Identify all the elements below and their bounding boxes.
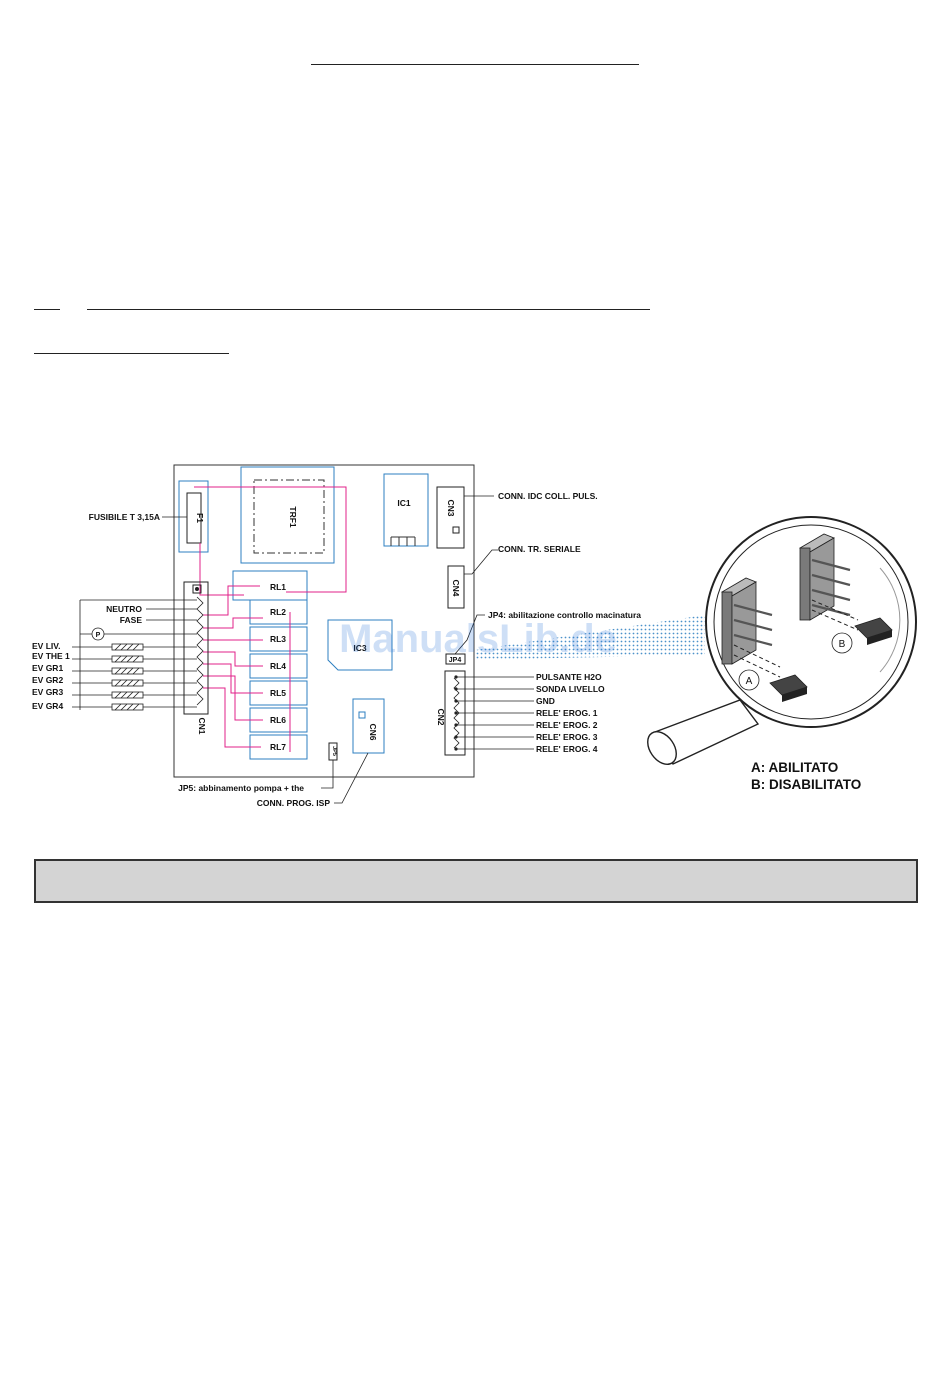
right-wiring bbox=[321, 495, 534, 804]
label-isp-note: CONN. PROG. ISP bbox=[257, 798, 331, 808]
transformer-trf1: TRF1 bbox=[240, 466, 335, 564]
legend-disabilitato: B: DISABILITATO bbox=[751, 777, 861, 792]
label-ev-gr3: EV GR3 bbox=[32, 687, 63, 697]
section-rule-short bbox=[34, 309, 60, 310]
rl3-label: RL3 bbox=[270, 634, 286, 644]
legend-abilitato: A: ABILITATO bbox=[751, 760, 838, 775]
label-rele2: RELE' EROG. 2 bbox=[536, 720, 598, 730]
relay-rl2: RL2 bbox=[249, 599, 308, 625]
pin-header-b bbox=[799, 533, 893, 645]
label-fusibile: FUSIBILE T 3,15A bbox=[89, 512, 160, 522]
coil-symbols bbox=[111, 643, 144, 711]
section-rule-long bbox=[87, 309, 650, 310]
chip-ic3: IC3 bbox=[327, 619, 393, 671]
header-rule bbox=[311, 64, 639, 65]
jp5-label: JP5 bbox=[331, 746, 337, 756]
rl5-label: RL5 bbox=[270, 688, 286, 698]
jp4-label: JP4 bbox=[449, 657, 462, 664]
connector-cn1: CN1 bbox=[183, 581, 209, 735]
magnifier: A B bbox=[647, 516, 917, 765]
watermark: ManualsLib.de bbox=[339, 617, 617, 661]
label-sonda: SONDA LIVELLO bbox=[536, 684, 605, 694]
cn2-label: CN2 bbox=[436, 708, 446, 725]
note-box bbox=[34, 859, 918, 903]
pump-symbol-label: P bbox=[96, 632, 101, 639]
label-ev-liv: EV LIV. bbox=[32, 641, 61, 651]
label-ev-gr2: EV GR2 bbox=[32, 675, 63, 685]
cn6-label: CN6 bbox=[368, 723, 378, 740]
label-pulsante: PULSANTE H2O bbox=[536, 672, 602, 682]
subsection-rule bbox=[34, 353, 229, 354]
label-rele3: RELE' EROG. 3 bbox=[536, 732, 598, 742]
label-ev-the1: EV THE 1 bbox=[32, 651, 70, 661]
rl2-label: RL2 bbox=[270, 607, 286, 617]
right-wiring-dots bbox=[454, 675, 458, 751]
label-jp4-note: JP4: abilitazione controllo macinatura bbox=[488, 610, 641, 620]
pump-symbol: P bbox=[91, 627, 105, 641]
label-rele1: RELE' EROG. 1 bbox=[536, 708, 598, 718]
label-jp5-note: JP5: abbinamento pompa + the bbox=[178, 783, 304, 793]
label-cn4-conn: CONN. TR. SERIALE bbox=[498, 544, 581, 554]
pcb-traces bbox=[194, 486, 347, 752]
f1-label: F1 bbox=[195, 513, 205, 523]
label-rele4: RELE' EROG. 4 bbox=[536, 744, 598, 754]
tag-b: B bbox=[839, 639, 846, 650]
fuse-f1: F1 bbox=[178, 480, 209, 553]
cn1-label: CN1 bbox=[197, 717, 207, 734]
trf1-label: TRF1 bbox=[288, 506, 298, 528]
label-ev-gr1: EV GR1 bbox=[32, 663, 63, 673]
pin-header-a bbox=[721, 577, 808, 702]
cn4-label: CN4 bbox=[451, 579, 461, 596]
label-fase: FASE bbox=[120, 615, 143, 625]
connector-cn4: CN4 bbox=[447, 565, 465, 609]
chip-ic1: IC1 bbox=[383, 473, 429, 547]
connector-cn6: CN6 bbox=[352, 698, 385, 754]
rl1-label: RL1 bbox=[270, 582, 286, 592]
label-cn3-conn: CONN. IDC COLL. PULS. bbox=[498, 491, 598, 501]
connector-cn3: CN3 bbox=[436, 486, 465, 549]
ic1-label: IC1 bbox=[397, 498, 411, 508]
tag-a: A bbox=[746, 676, 753, 687]
magnifier-beam bbox=[462, 615, 705, 660]
wiring-diagram: F1 TRF1 IC1 CN3 CN4 IC3 JP4 CN6 bbox=[32, 464, 917, 808]
label-ev-gr4: EV GR4 bbox=[32, 701, 63, 711]
rl4-label: RL4 bbox=[270, 661, 286, 671]
relay-rl3: RL3 bbox=[249, 626, 308, 652]
rl7-label: RL7 bbox=[270, 742, 286, 752]
left-wiring bbox=[72, 516, 197, 710]
cn3-label: CN3 bbox=[446, 499, 456, 516]
ic3-label: IC3 bbox=[353, 643, 367, 653]
rl6-label: RL6 bbox=[270, 715, 286, 725]
label-neutro: NEUTRO bbox=[106, 604, 142, 614]
label-gnd: GND bbox=[536, 696, 555, 706]
